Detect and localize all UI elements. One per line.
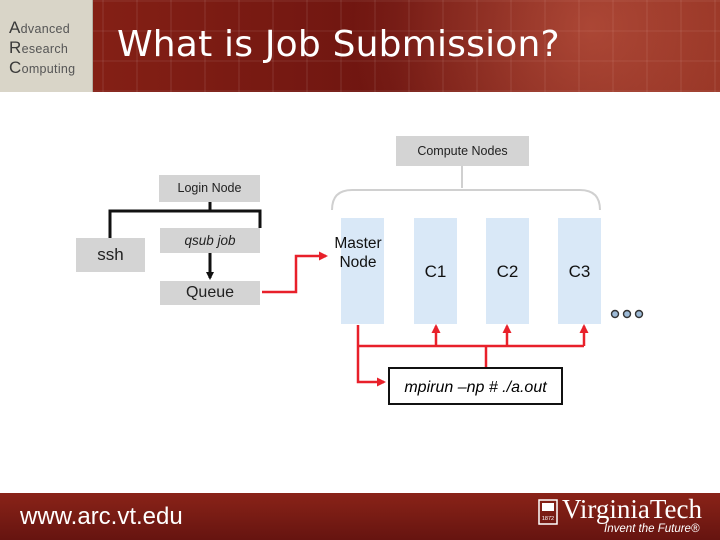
compute-node-c2-label: C2 bbox=[496, 262, 519, 281]
compute-nodes-bracket bbox=[331, 166, 601, 211]
compute-node-c2 bbox=[486, 218, 529, 324]
logo-line-2: Research bbox=[9, 38, 69, 57]
mpirun-arrows bbox=[356, 324, 589, 387]
slide-title: What is Job Submission? bbox=[117, 24, 560, 65]
queue-box: Queue bbox=[160, 281, 260, 305]
logo-initial: R bbox=[9, 38, 22, 57]
footer-url-link[interactable]: www.arc.vt.edu bbox=[20, 503, 183, 530]
virginia-tech-wordmark: VirginiaTech bbox=[562, 494, 702, 524]
more-nodes-ellipsis bbox=[610, 309, 644, 319]
login-node-label: Login Node bbox=[159, 175, 260, 202]
ssh-box: ssh bbox=[76, 238, 145, 272]
compute-node-c1 bbox=[414, 218, 457, 324]
footer-banner: www.arc.vt.edu bbox=[0, 493, 720, 540]
login-node-bracket bbox=[108, 201, 262, 240]
queue-to-master-arrow bbox=[262, 251, 328, 294]
vt-seal-year: 1872 bbox=[542, 516, 554, 522]
compute-nodes-label: Compute Nodes bbox=[396, 136, 529, 166]
diagram-connectors bbox=[108, 166, 644, 387]
logo-line-1: Advanced bbox=[9, 18, 71, 37]
header-banner: Advanced Research Computing What is Job … bbox=[0, 0, 720, 92]
logo-initial: A bbox=[9, 18, 21, 37]
master-node bbox=[341, 218, 384, 324]
compute-node-c1-label: C1 bbox=[424, 262, 447, 281]
qsub-job-box: qsub job bbox=[160, 228, 260, 253]
master-node-label: Master Node bbox=[334, 235, 382, 271]
logo-line-3: Computing bbox=[9, 58, 76, 77]
vt-seal-icon: 1872 bbox=[538, 499, 558, 525]
logo-initial: C bbox=[9, 58, 22, 77]
arc-logo: Advanced Research Computing bbox=[0, 0, 93, 92]
compute-node-c3-label: C3 bbox=[568, 262, 591, 281]
mpirun-command-box: mpirun –np # ./a.out bbox=[388, 367, 563, 405]
vt-tagline: Invent the Future® bbox=[604, 523, 700, 535]
compute-node-c3 bbox=[558, 218, 601, 324]
